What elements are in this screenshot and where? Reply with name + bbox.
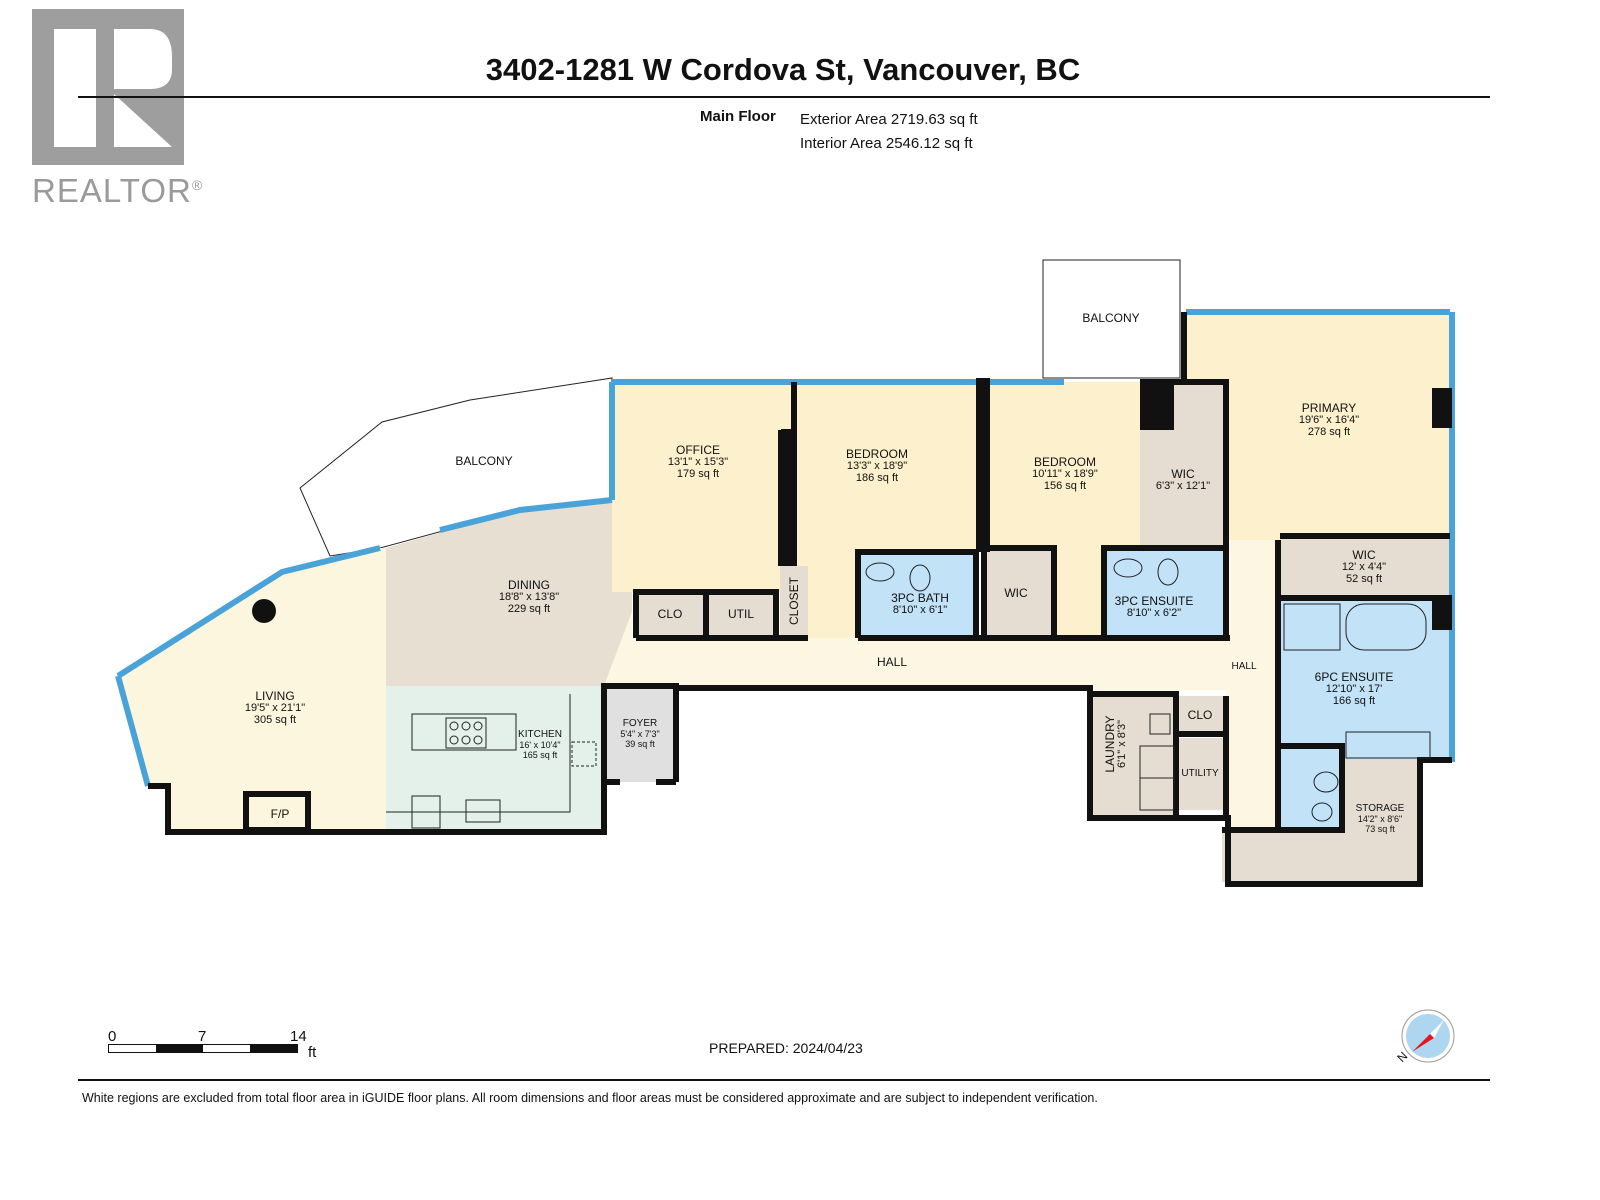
prepared-date: PREPARED: 2024/04/23 [709, 1040, 863, 1056]
utility-fill [1178, 738, 1224, 810]
closet-fill [780, 566, 808, 636]
header-divider [78, 96, 1490, 98]
exterior-area: Exterior Area 2719.63 sq ft [800, 111, 978, 128]
util-fill [706, 592, 776, 636]
kitchen-sink-icon [465, 799, 501, 823]
sink-icon-2 [1113, 558, 1143, 578]
storage-fill [1222, 760, 1418, 882]
office-fill [612, 382, 792, 592]
ensuite6pc-fill [1276, 598, 1452, 830]
double-vanity-icon [1345, 731, 1431, 759]
column-wall-3 [1432, 600, 1452, 630]
kitchen-island [411, 713, 517, 751]
footer-divider [78, 1079, 1490, 1081]
room-util: UTIL [727, 607, 755, 621]
realtor-r-mark-icon [32, 9, 184, 165]
column-wall-2 [1432, 388, 1452, 428]
scale-tick-0: 0 [108, 1028, 117, 1045]
bath3pc-fill [858, 552, 976, 638]
bedroom1-fill [796, 382, 976, 638]
column-wall [1140, 382, 1174, 430]
structural-post-2 [976, 378, 990, 552]
kitchen-fill [386, 686, 604, 830]
room-hall-2: HALL [1231, 661, 1257, 672]
living-fill [118, 548, 386, 830]
room-hall-1: HALL [876, 655, 908, 669]
column-round-icon [252, 599, 276, 623]
sink-icon [865, 562, 895, 582]
room-wic-bedroom-2: WIC [1004, 586, 1028, 600]
compass-icon: N [1394, 1008, 1456, 1065]
disclaimer: White regions are excluded from total fl… [82, 1091, 1098, 1105]
wic-bed2-fill [984, 548, 1054, 638]
range-icon [411, 795, 441, 829]
laundry-sink-icon [1149, 713, 1171, 735]
bidet-icon [1311, 802, 1333, 822]
toilet-icon [1313, 771, 1339, 793]
dining-fill [386, 500, 632, 686]
shower-icon [1283, 603, 1341, 651]
page-title: 3402-1281 W Cordova St, Vancouver, BC [485, 52, 1081, 87]
room-balcony-west: BALCONY [455, 454, 513, 468]
clo1-fill [636, 592, 706, 636]
scale-bar-graphic [108, 1044, 298, 1053]
scale-bar: 0 7 14 ft [108, 1028, 316, 1061]
room-clo-1: CLO [657, 607, 683, 621]
realtor-wordmark: REALTOR® [32, 172, 204, 209]
room-closet: CLOSET [787, 576, 801, 626]
room-utility: UTILITY [1181, 768, 1219, 779]
area-summary: Exterior Area 2719.63 sq ft Interior Are… [800, 108, 978, 156]
foyer-fill [604, 686, 676, 782]
kitchen-counter [386, 694, 571, 813]
realtor-logo: REALTOR® [32, 9, 204, 209]
scale-tick-14: 14 [290, 1028, 307, 1045]
toilet-icon-2 [909, 564, 931, 592]
windows [115, 309, 1455, 787]
balcony-north-shape [1042, 259, 1181, 379]
scale-tick-7: 7 [198, 1028, 207, 1045]
clo2-fill [1178, 696, 1224, 734]
dryer-icon [1139, 777, 1175, 811]
toilet-icon-3 [1157, 558, 1179, 586]
scale-unit: ft [308, 1044, 317, 1061]
primary-fill [1186, 312, 1450, 540]
floor-name: Main Floor [700, 108, 776, 125]
room-clo-2: CLO [1187, 708, 1213, 722]
dishwasher-icon [571, 741, 597, 767]
bathtub-icon [1345, 603, 1427, 651]
fireplace-fill [246, 794, 308, 830]
room-fireplace: F/P [270, 807, 290, 821]
ensuite3pc-fill [1104, 548, 1226, 638]
cooktop-icon [445, 717, 487, 749]
interior-area: Interior Area 2546.12 sq ft [800, 135, 973, 152]
wic2-fill [1280, 538, 1450, 598]
structural-post [778, 430, 794, 566]
room-balcony-north: BALCONY [1082, 311, 1140, 325]
